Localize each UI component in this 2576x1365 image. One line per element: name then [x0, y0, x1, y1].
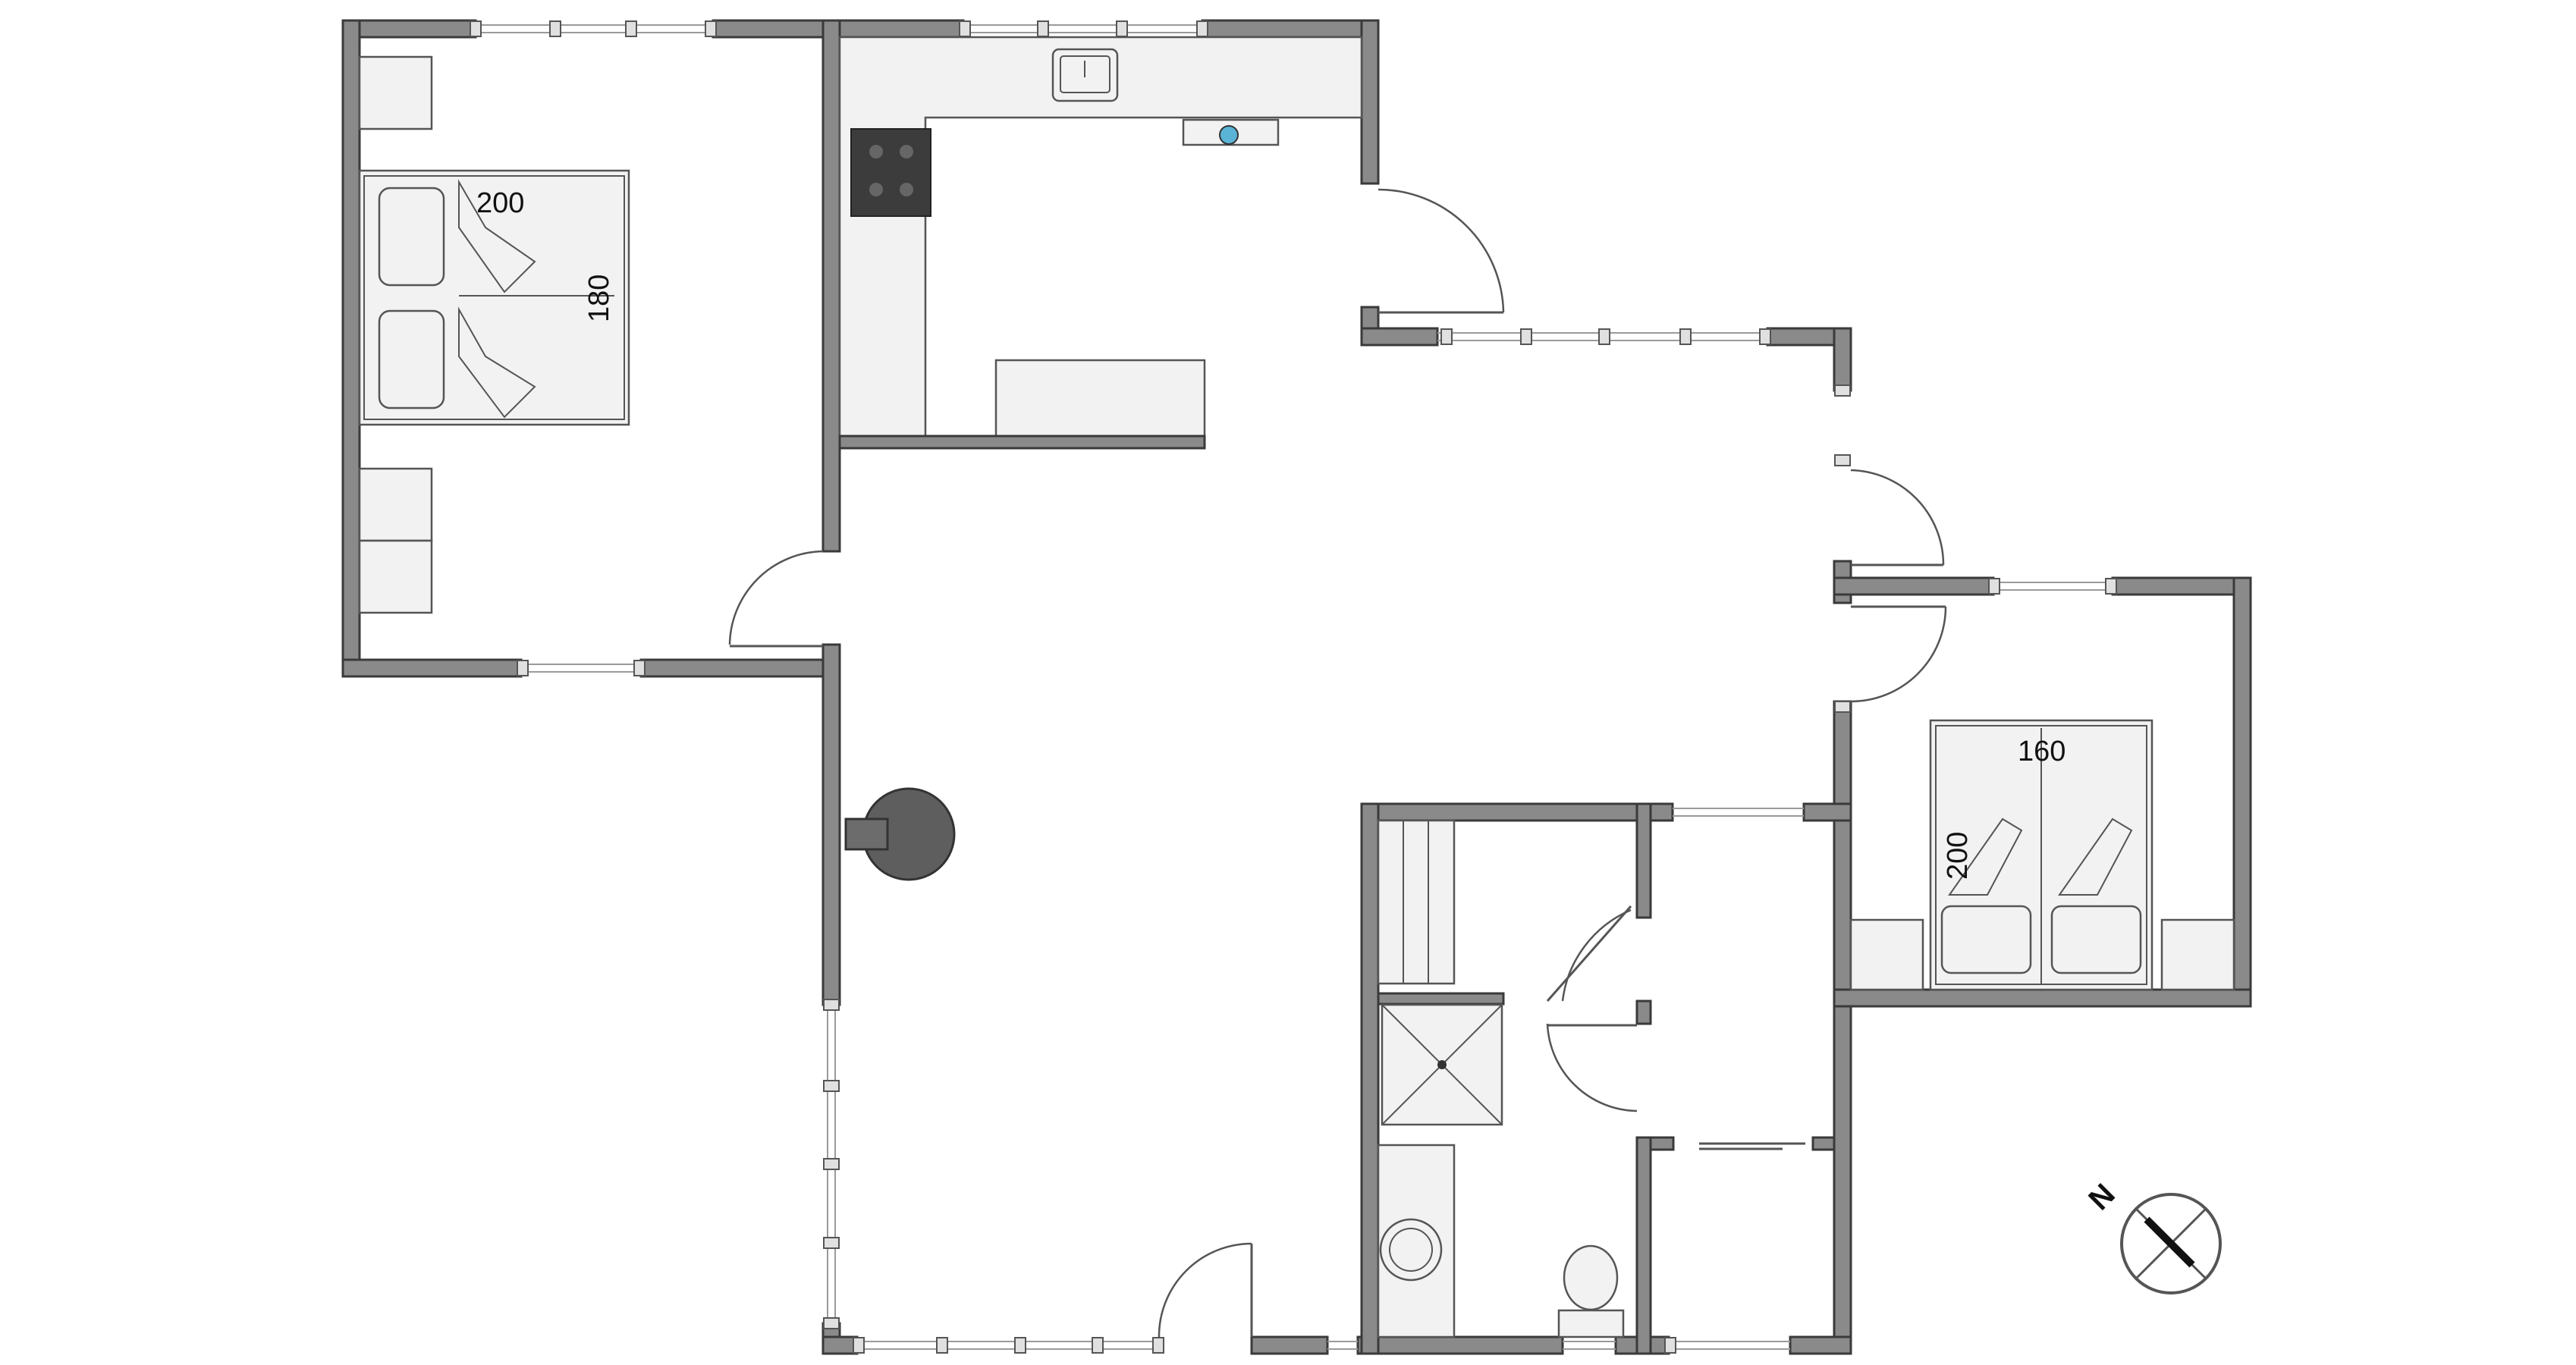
window-knob: [823, 1080, 840, 1092]
window-knob: [517, 660, 529, 676]
window-knob: [823, 999, 840, 1011]
bathroom: [1377, 1003, 1625, 1338]
window-knob: [936, 1337, 948, 1354]
door-side-upper: [1850, 469, 1945, 566]
window-knob: [1759, 328, 1771, 345]
wall-bedroom2-top-a: [1833, 576, 1995, 596]
window-knob: [1598, 328, 1610, 345]
bedroom-2: 160 200: [1849, 719, 2235, 991]
wall-bedroom2-bottom: [1833, 988, 2252, 1008]
window-knob: [1037, 20, 1049, 37]
wall-kitchen-top: [1201, 19, 1378, 39]
wall-kitchen-right: [1360, 19, 1380, 185]
window-knob: [1152, 1337, 1164, 1354]
wall-living-right-c: [1833, 700, 1852, 1355]
wall-hall-shelf: [1649, 1136, 1675, 1151]
wall-bedroom1-bottom-b: [639, 658, 836, 678]
toilet-tank: [1557, 1309, 1625, 1338]
bed-length-label: 200: [476, 187, 524, 219]
door-frame: [1834, 701, 1851, 713]
wall-bottom-c: [1356, 1335, 1564, 1355]
door-stairwell: [1561, 908, 1632, 1002]
wall-shower-frame: [1377, 992, 1505, 1006]
doors: [728, 188, 1947, 1338]
wall-hall-shelf-b: [1811, 1136, 1836, 1151]
window-knob: [823, 1237, 840, 1249]
wall-bottom-e: [1789, 1335, 1852, 1355]
wardrobe-bedroom2-b: [2160, 918, 2235, 991]
wall-bottom-b: [1250, 1335, 1329, 1355]
door-frame: [1834, 454, 1851, 466]
wall-bedroom1-bottom-a: [341, 658, 523, 678]
door-bedroom-1: [728, 550, 824, 645]
wardrobe-bottom-a: [358, 467, 433, 542]
wall-bottom-a: [821, 1335, 859, 1355]
window-knob: [2105, 578, 2117, 595]
window-knob: [470, 20, 482, 37]
pillow-icon: [378, 309, 445, 410]
wall-bath-top-b: [1802, 802, 1852, 822]
wall-living-right-a: [1833, 327, 1852, 392]
wall-living-left: [821, 643, 841, 1006]
compass-north-label: N: [2082, 1178, 2122, 1217]
wall-bedroom2-right: [2232, 576, 2252, 1008]
kitchen: [838, 36, 1363, 450]
wall-bath-inner-b: [1635, 999, 1652, 1025]
wall-living-top-a: [1360, 327, 1439, 347]
windows: [470, 20, 2117, 1354]
door-frame: [1834, 384, 1851, 397]
wall-bath-inner-c: [1635, 1136, 1652, 1355]
wardrobe-bedroom2-a: [1849, 918, 1924, 991]
pillow-icon: [378, 187, 445, 287]
wall-bedroom1-right-a: [821, 19, 841, 553]
bedroom-1: 200 180: [358, 55, 630, 614]
wardrobe-bottom-b: [358, 539, 433, 614]
window-knob: [1679, 328, 1692, 345]
hob-icon: [850, 128, 931, 217]
window-knob: [959, 20, 971, 37]
wall-bedroom1-left: [341, 19, 361, 678]
door-entry-south: [1158, 1242, 1252, 1338]
window-knob: [633, 660, 646, 676]
window-knob: [549, 20, 561, 37]
window-knob: [1092, 1337, 1104, 1354]
toilet-icon: [1563, 1244, 1619, 1311]
bed-width-label: 160: [2018, 736, 2066, 767]
window-knob: [1014, 1337, 1026, 1354]
window-knob: [1196, 20, 1208, 37]
door-entry-north: [1378, 188, 1505, 313]
wall-bath-inner: [1635, 802, 1652, 919]
staircase: [1377, 819, 1456, 985]
wall-bath-top: [1360, 802, 1674, 822]
bed-width-label: 180: [583, 275, 615, 322]
wood-stove-icon: [844, 787, 956, 881]
wall-kitchen-partition: [838, 435, 1206, 450]
wall-bedroom2-top-b: [2111, 576, 2251, 596]
wardrobe-top: [358, 55, 433, 130]
compass-icon: N: [2082, 1178, 2222, 1294]
door-bathroom: [1546, 1023, 1638, 1112]
window-knob: [1520, 328, 1532, 345]
pillow-icon: [2050, 905, 2142, 974]
window-knob: [705, 20, 717, 37]
window-knob: [823, 1317, 840, 1329]
bed-length-label: 200: [1942, 832, 1974, 880]
door-bedroom-2: [1850, 606, 1947, 703]
wall-bath-left: [1360, 802, 1380, 1355]
kitchen-island: [994, 359, 1206, 438]
window-knob: [853, 1337, 865, 1354]
window-knob: [1116, 20, 1128, 37]
window-knob: [1664, 1337, 1676, 1354]
window-knob: [625, 20, 637, 37]
window-knob: [823, 1158, 840, 1170]
wall-bedroom1-top-a: [341, 19, 477, 39]
pillow-icon: [1940, 905, 2032, 974]
window-knob: [1440, 328, 1453, 345]
window-knob: [1988, 578, 2000, 595]
